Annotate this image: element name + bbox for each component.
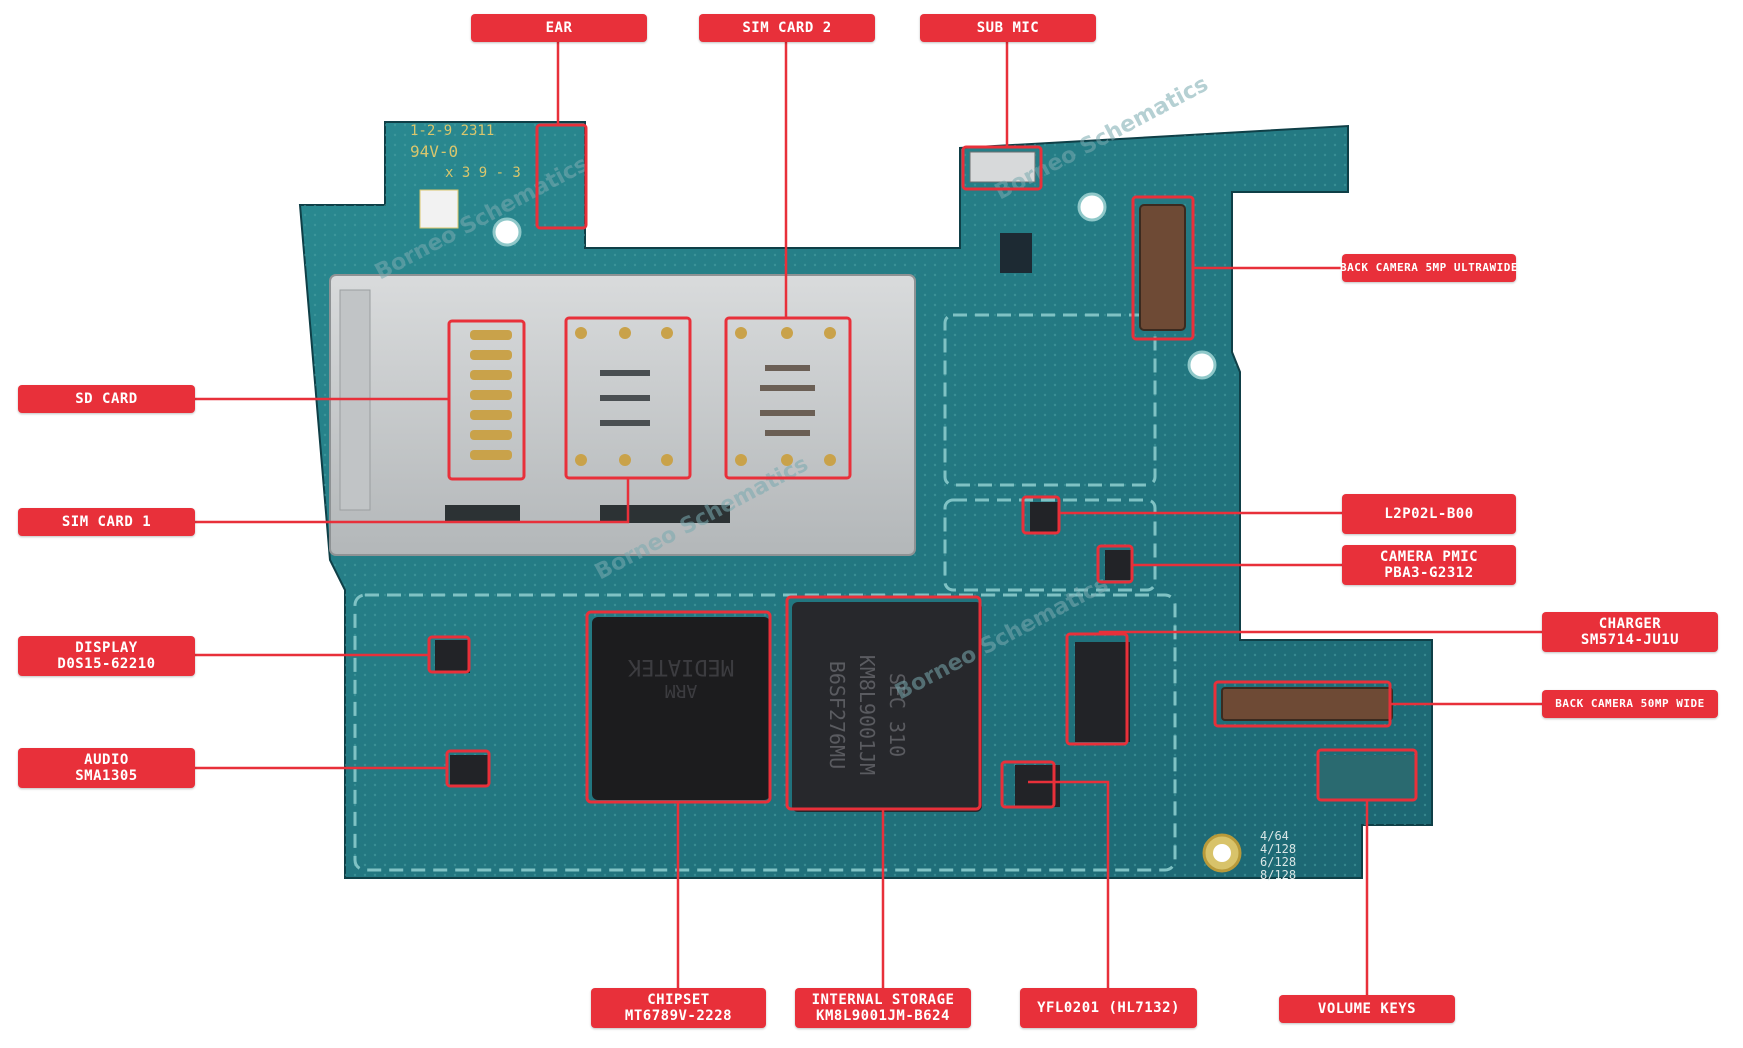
label-audio-line2: SMA1305	[75, 768, 138, 784]
label-sim-card-1-text: SIM CARD 1	[61, 513, 152, 530]
box-l2p02l	[1021, 495, 1061, 535]
sim-card-1-contacts	[575, 327, 673, 466]
label-internal-storage-line1: INTERNAL STORAGE	[811, 991, 955, 1008]
label-volume-keys-text: VOLUME KEYS	[1317, 1000, 1417, 1017]
label-l2p02l-text: L2P02L-B00	[1384, 505, 1474, 522]
label-internal-storage-line2: KM8L9001JM-B624	[816, 1008, 950, 1024]
storage-marking-2: KM8L9001JM	[855, 655, 879, 775]
line-charger	[1098, 630, 1542, 634]
label-back-camera-ultrawide: BACK CAMERA 5MP ULTRAWIDE	[1339, 254, 1519, 282]
chips: MEDIATEK ARM SEC 310 KM8L9001JM B6SF276M…	[435, 502, 1415, 812]
label-display-line1: DISPLAY	[75, 639, 138, 656]
box-charger	[1065, 632, 1129, 746]
label-camera-pmic: CAMERA PMIC PBA3-G2312	[1342, 545, 1516, 585]
label-charger-line2: SM5714-JU1U	[1580, 632, 1680, 648]
memory-mark-4: 8/128	[1260, 868, 1296, 882]
line-yfl0201	[1028, 780, 1110, 988]
label-yfl0201-text: YFL0201 (HL7132)	[1037, 999, 1180, 1016]
label-l2p02l: L2P02L-B00	[1342, 494, 1516, 534]
box-ear	[535, 123, 588, 230]
label-chipset: CHIPSET MT6789V-2228	[591, 988, 766, 1028]
label-back-camera-wide: BACK CAMERA 50MP WIDE	[1542, 690, 1718, 718]
label-display-line2: D0S15-62210	[57, 656, 156, 672]
label-sd-card-text: SD CARD	[75, 390, 138, 407]
label-sub-mic-text: SUB MIC	[976, 19, 1040, 36]
label-chipset-line2: MT6789V-2228	[624, 1008, 733, 1024]
label-sub-mic: SUB MIC	[920, 14, 1096, 42]
label-ear: EAR	[471, 14, 647, 42]
silkscreen-line-2: 94V-0	[410, 142, 458, 161]
label-display: DISPLAY D0S15-62210	[18, 636, 195, 676]
label-ear-text: EAR	[545, 19, 573, 36]
storage-marking-1: SEC 310	[885, 673, 909, 757]
label-audio-line1: AUDIO	[84, 751, 129, 768]
label-chipset-line1: CHIPSET	[647, 991, 710, 1008]
label-charger-line1: CHARGER	[1598, 615, 1662, 632]
memory-mark-2: 4/128	[1260, 842, 1296, 856]
storage-marking-3: B6SF276MU	[825, 661, 849, 769]
box-sim-card-2	[724, 316, 852, 480]
silkscreen-line-1: 1-2-9 2311	[410, 123, 494, 139]
memory-mark-1: 4/64	[1260, 829, 1289, 843]
label-sim-card-2: SIM CARD 2	[699, 14, 875, 42]
label-internal-storage: INTERNAL STORAGE KM8L9001JM-B624	[795, 988, 971, 1028]
label-back-camera-ultrawide-text: BACK CAMERA 5MP ULTRAWIDE	[1339, 260, 1519, 274]
label-sim-card-2-text: SIM CARD 2	[742, 19, 832, 36]
label-back-camera-wide-text: BACK CAMERA 50MP WIDE	[1555, 696, 1705, 710]
sd-card-contacts	[470, 330, 512, 460]
chipset-marking-2: ARM	[665, 680, 698, 701]
label-charger: CHARGER SM5714-JU1U	[1542, 612, 1718, 652]
box-sub-mic	[961, 145, 1043, 191]
silkscreen-line-3: x 3 9 - 3	[445, 165, 521, 181]
line-sim-card-1	[195, 478, 630, 524]
label-yfl0201: YFL0201 (HL7132)	[1020, 988, 1197, 1028]
memory-mark-3: 6/128	[1260, 855, 1296, 869]
label-audio: AUDIO SMA1305	[18, 748, 195, 788]
label-sim-card-1: SIM CARD 1	[18, 508, 195, 536]
screw-holes	[492, 192, 1242, 873]
box-yfl0201	[1000, 760, 1056, 809]
leader-lines	[195, 42, 1542, 995]
label-camera-pmic-line1: CAMERA PMIC	[1379, 548, 1479, 565]
connectors	[969, 151, 1393, 721]
sim-card-2-contacts	[735, 327, 836, 466]
chipset-marking: MEDIATEK	[627, 654, 734, 679]
label-volume-keys: VOLUME KEYS	[1279, 995, 1455, 1023]
label-sd-card: SD CARD	[18, 385, 195, 413]
label-camera-pmic-line2: PBA3-G2312	[1384, 565, 1474, 581]
